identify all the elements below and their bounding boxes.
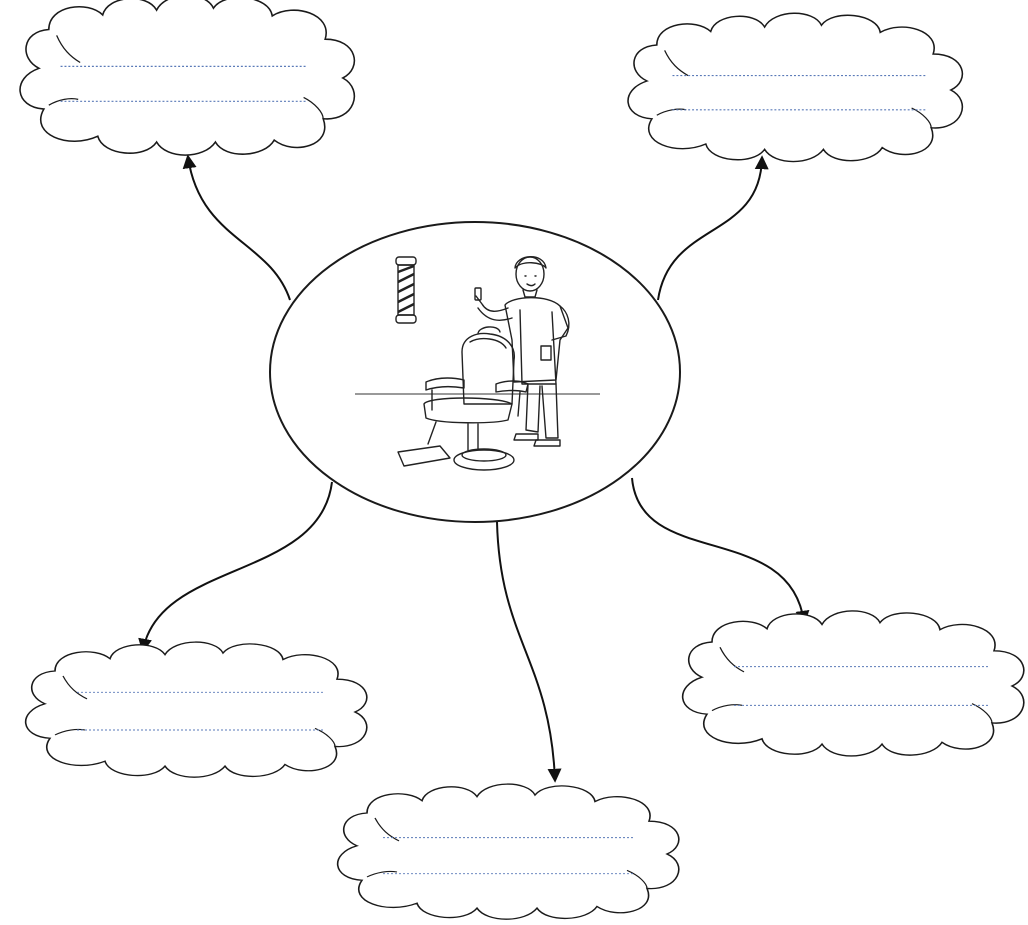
- arrow-to-bottom-center: [497, 522, 555, 780]
- arrow-to-bottom-left: [143, 482, 332, 650]
- arrow-to-top-left: [188, 157, 290, 300]
- cloud-bottom-left: [26, 642, 367, 777]
- cloud-bottom-center: [338, 784, 679, 919]
- center-node: [270, 222, 680, 522]
- arrow-to-bottom-right: [632, 478, 804, 622]
- arrow-to-top-right: [658, 158, 762, 300]
- cloud-bottom-right: [683, 611, 1024, 756]
- cloud-top-left: [20, 0, 354, 155]
- cloud-top-right: [628, 13, 962, 161]
- center-circle: [270, 222, 680, 522]
